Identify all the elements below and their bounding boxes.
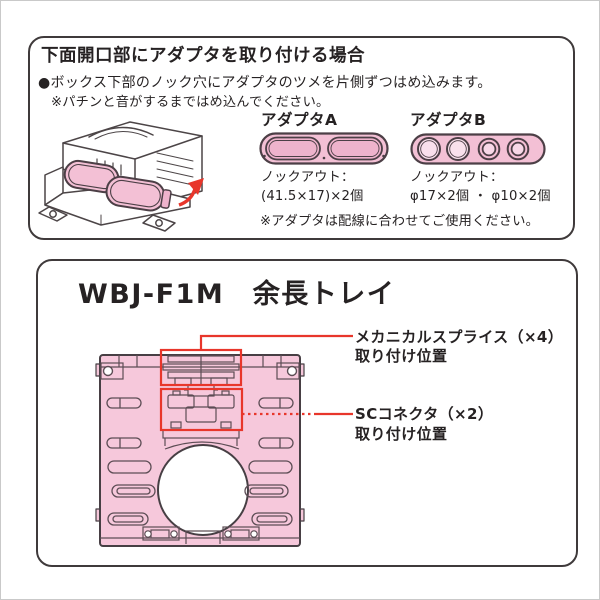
callout-splice-line1: メカニカルスプライス（×4） <box>355 328 564 346</box>
pink-adapter-in-illustration <box>63 159 204 212</box>
tray-diagram-panel: WBJ-F1M 余長トレイ <box>36 259 578 567</box>
top-panel-note-text: ※パチンと音がするまではめ込んでください。 <box>51 95 330 110</box>
sc-highlight-box <box>159 387 244 432</box>
adapter-b-graphic <box>410 133 546 165</box>
callout-splice-line2: 取り付け位置 <box>355 347 448 365</box>
sc-connector-area <box>162 390 240 450</box>
tray-diagram <box>95 334 353 547</box>
adapter-b-label: アダプタB <box>410 111 487 129</box>
adapter-b-spec-value: φ17×2個 ・ φ10×2個 <box>410 189 551 204</box>
bottom-panel-title: WBJ-F1M 余長トレイ <box>78 279 396 310</box>
callout-line-splice <box>199 334 353 350</box>
top-panel-footnote: ※アダプタは配線に合わせてご使用ください。 <box>260 214 539 229</box>
adapter-b-spec-label: ノックアウト： <box>410 170 504 185</box>
adapter-a-spec-label: ノックアウト： <box>261 170 355 185</box>
callout-sc-line1: SCコネクタ（×2） <box>355 405 494 423</box>
adapter-a-graphic <box>259 132 389 165</box>
callout-sc-line2: 取り付け位置 <box>355 425 448 443</box>
red-arrow-icon <box>178 178 204 207</box>
top-panel-title: 下面開口部にアダプタを取り付ける場合 <box>41 46 365 66</box>
box-isometric-illustration <box>38 121 204 232</box>
adapter-a-spec-value: (41.5×17)×2個 <box>261 189 364 204</box>
adapter-instruction-panel: 下面開口部にアダプタを取り付ける場合 ●ボックス下部のノック穴にアダプタのツメを… <box>28 36 575 240</box>
adapter-a-label: アダプタA <box>261 111 338 129</box>
top-panel-bullet-text: ●ボックス下部のノック穴にアダプタのツメを片側ずつはめ込みます。 <box>38 75 492 91</box>
